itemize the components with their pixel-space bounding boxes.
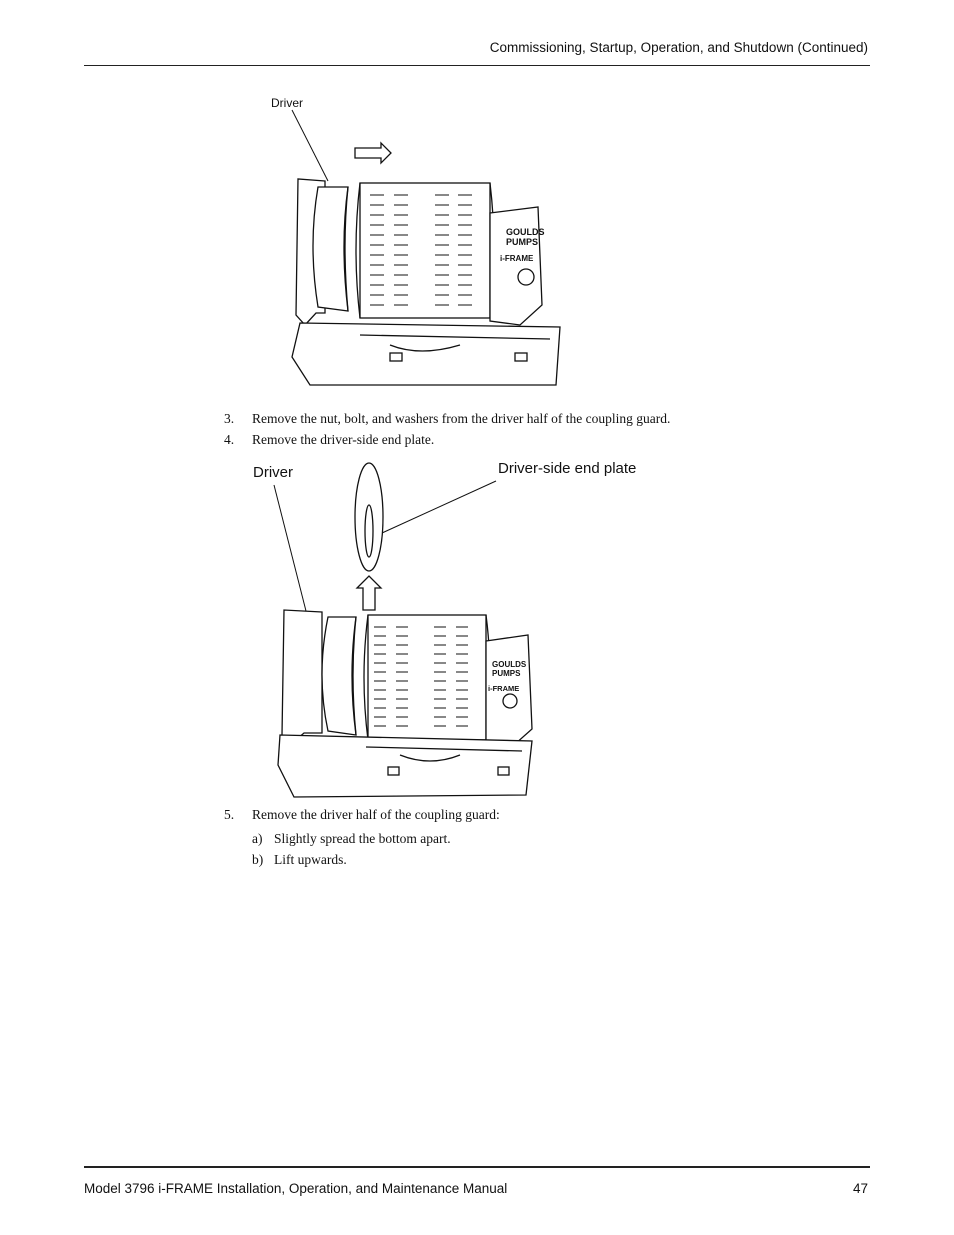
goulds-pumps-logo: GOULDS xyxy=(506,227,545,237)
header-rule xyxy=(84,65,870,66)
step-number: 3. xyxy=(224,411,235,426)
step-text: Remove the nut, bolt, and washers from t… xyxy=(252,411,671,426)
figure1-driver-label: Driver xyxy=(271,96,303,110)
figure-coupling-guard-assembled: GOULDS PUMPS i-FRAME xyxy=(270,95,570,395)
svg-text:PUMPS: PUMPS xyxy=(506,237,538,247)
substep-letter: b) xyxy=(252,852,264,867)
manual-title: Model 3796 i-FRAME Installation, Operati… xyxy=(84,1181,508,1196)
svg-text:i-FRAME: i-FRAME xyxy=(500,254,534,263)
step-text: Remove the driver half of the coupling g… xyxy=(252,807,500,822)
running-header: Commissioning, Startup, Operation, and S… xyxy=(489,40,868,55)
svg-text:GOULDS: GOULDS xyxy=(492,660,527,669)
step-text: Remove the driver-side end plate. xyxy=(252,432,435,447)
footer-rule xyxy=(84,1166,870,1168)
step-number: 5. xyxy=(224,807,235,822)
step-number: 4. xyxy=(224,432,235,447)
page-number: 47 xyxy=(852,1181,868,1196)
substep-text: Slightly spread the bottom apart. xyxy=(274,831,451,846)
end-plate-label: Driver-side end plate xyxy=(498,460,637,477)
figure-remove-end-plate: GOULDS PUMPS i-FRAME xyxy=(270,455,570,800)
figure2-driver-label: Driver xyxy=(253,464,293,481)
substep-letter: a) xyxy=(252,831,263,846)
svg-text:i-FRAME: i-FRAME xyxy=(488,684,519,693)
svg-text:PUMPS: PUMPS xyxy=(492,669,521,678)
substep-text: Lift upwards. xyxy=(274,852,347,867)
